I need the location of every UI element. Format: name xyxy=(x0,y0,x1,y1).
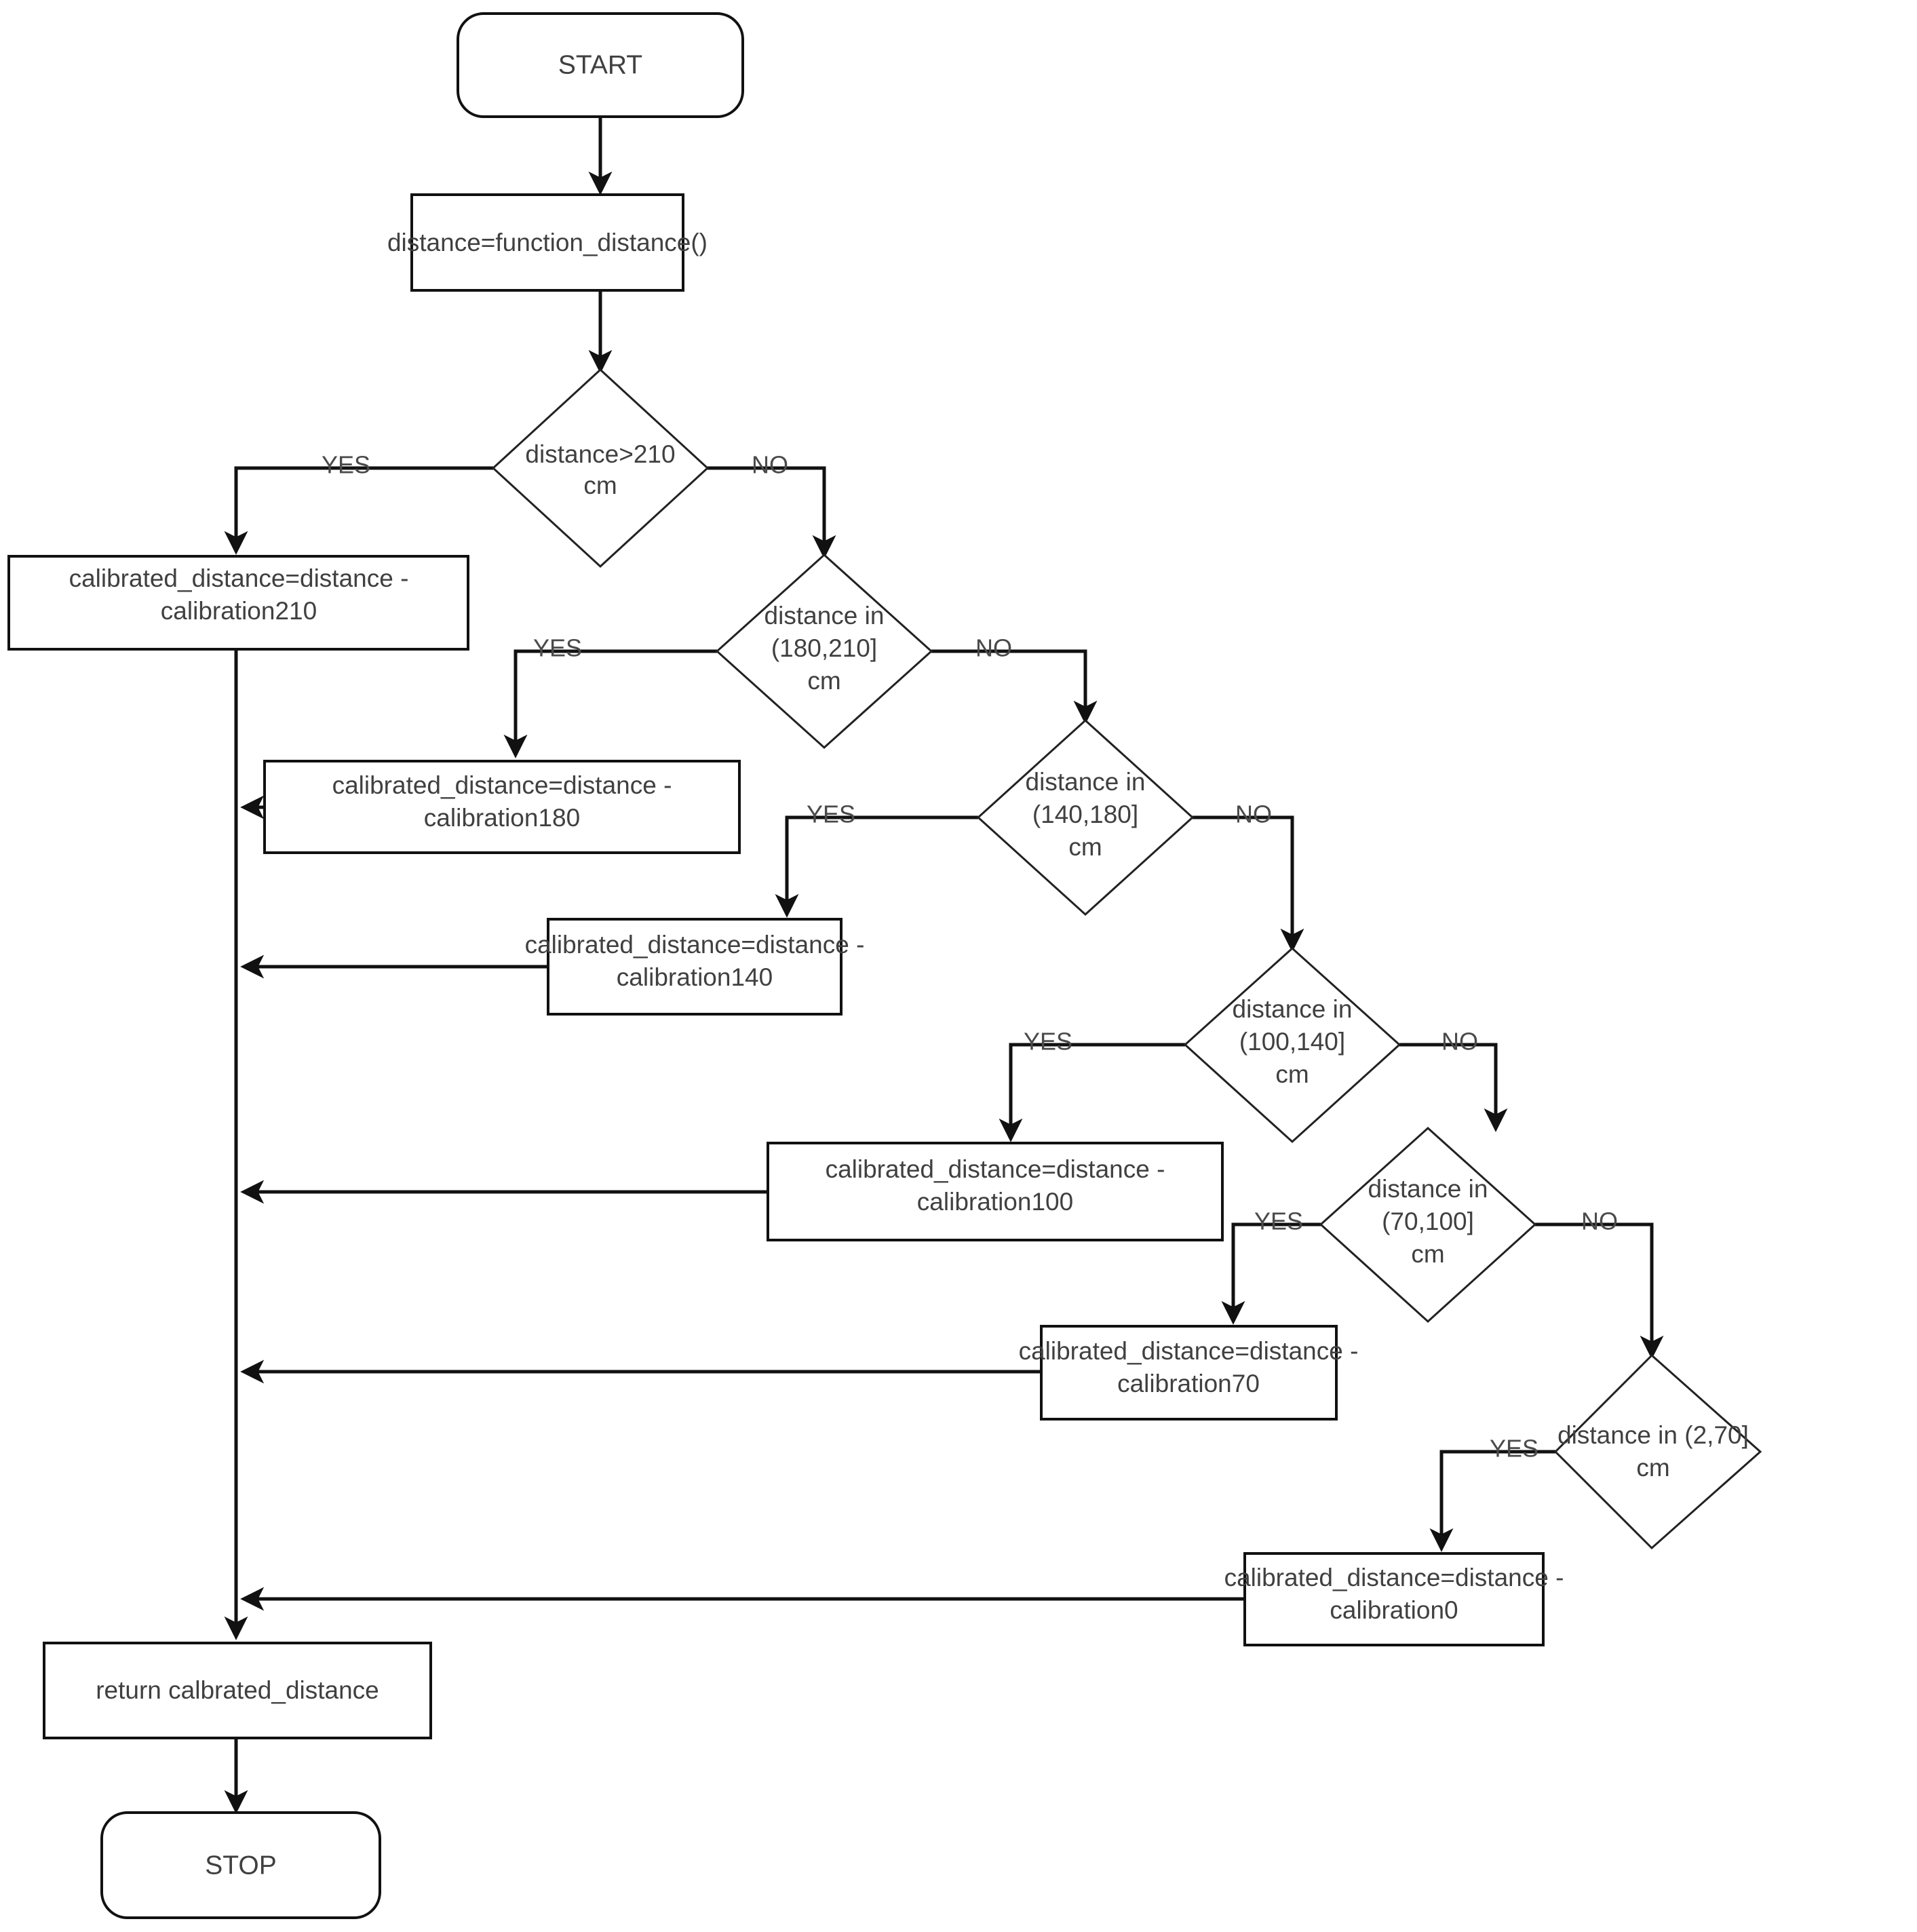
decision-2-70-line2: cm xyxy=(1636,1454,1669,1482)
decision-2-70-line1: distance in (2,70] xyxy=(1557,1421,1749,1449)
decision-180-210-line1: distance in xyxy=(764,602,885,630)
process-calibration140[interactable] xyxy=(547,918,843,1016)
decision-70-100-line3: cm xyxy=(1411,1240,1444,1268)
edge-label-no-180: NO xyxy=(975,634,1012,662)
process-calibration210[interactable] xyxy=(7,555,469,651)
edge-d2-yes xyxy=(1429,1450,1555,1552)
start-terminator-label: START xyxy=(558,50,642,79)
edge-d70-yes xyxy=(1221,1222,1321,1325)
decision-140-180-line2: (140,180] xyxy=(1032,800,1138,828)
decision-distance-in-180-210[interactable] xyxy=(715,553,933,750)
decision-distance-gt-210-line2: cm xyxy=(583,471,617,499)
edge-d210-no xyxy=(708,466,836,559)
decision-distance-in-100-140[interactable] xyxy=(1183,946,1401,1144)
stop-terminator-label: STOP xyxy=(205,1851,276,1880)
process-calibration100-line1: calibrated_distance=distance - xyxy=(826,1155,1165,1183)
decision-distance-in-70-100[interactable] xyxy=(1319,1126,1537,1324)
edge-d140-no xyxy=(1193,815,1304,952)
edge-label-no-70: NO xyxy=(1581,1208,1618,1235)
edge-d100-no xyxy=(1399,1043,1508,1132)
process-calibration100[interactable] xyxy=(767,1142,1224,1241)
edge-label-yes-70: YES xyxy=(1254,1208,1303,1235)
decision-100-140-line1: distance in xyxy=(1233,995,1353,1023)
edge-d180-yes xyxy=(503,649,717,758)
edge-label-yes-210: YES xyxy=(322,451,370,479)
process-calibration100-line2: calibration100 xyxy=(917,1188,1073,1216)
decision-distance-in-2-70[interactable] xyxy=(1553,1353,1762,1550)
decision-70-100-line2: (70,100] xyxy=(1382,1208,1474,1235)
decision-100-140-line2: (100,140] xyxy=(1239,1028,1345,1056)
stop-terminator[interactable] xyxy=(100,1811,381,1919)
process-calibration210-line1: calibrated_distance=distance - xyxy=(69,564,409,592)
edge-label-yes-180: YES xyxy=(533,634,582,662)
process-calibration70-line2: calibration70 xyxy=(1117,1370,1260,1397)
process-return-calibrated-distance[interactable] xyxy=(43,1642,432,1739)
edge-label-no-210: NO xyxy=(752,451,788,479)
decision-140-180-line1: distance in xyxy=(1026,768,1146,796)
decision-180-210-line2: (180,210] xyxy=(771,634,877,662)
edge-d100-yes xyxy=(999,1043,1185,1142)
edge-d140-yes xyxy=(775,815,978,918)
edge-label-no-100: NO xyxy=(1441,1028,1478,1056)
edge-label-no-140: NO xyxy=(1235,800,1272,828)
decision-distance-in-140-180[interactable] xyxy=(976,718,1195,916)
process-calibration70-line1: calibrated_distance=distance - xyxy=(1019,1337,1359,1365)
process-calibration140-line1: calibrated_distance=distance - xyxy=(525,931,865,959)
decision-distance-gt-210[interactable] xyxy=(491,368,710,568)
decision-140-180-line3: cm xyxy=(1068,833,1102,861)
process-return-label: return calbrated_distance xyxy=(96,1676,379,1704)
process-read-distance-label: distance=function_distance() xyxy=(387,229,708,256)
process-calibration0-line1: calibrated_distance=distance - xyxy=(1224,1564,1564,1591)
decision-distance-gt-210-line1: distance>210 xyxy=(525,440,675,468)
edge-d70-no xyxy=(1535,1222,1664,1359)
process-calibration210-line2: calibration210 xyxy=(161,597,317,625)
edge-d180-no xyxy=(931,649,1098,724)
process-calibration140-line2: calibration140 xyxy=(617,963,773,991)
decision-180-210-line3: cm xyxy=(807,667,840,695)
process-calibration180-line2: calibration180 xyxy=(424,804,580,832)
process-calibration180-line1: calibrated_distance=distance - xyxy=(332,771,672,799)
edge-label-yes-100: YES xyxy=(1024,1028,1072,1056)
process-read-distance[interactable] xyxy=(410,193,684,292)
decision-70-100-line1: distance in xyxy=(1368,1175,1488,1203)
edge-label-yes-2: YES xyxy=(1490,1435,1538,1463)
start-terminator[interactable] xyxy=(457,12,744,118)
edge-label-yes-140: YES xyxy=(807,800,855,828)
process-calibration180[interactable] xyxy=(263,760,741,854)
decision-100-140-line3: cm xyxy=(1275,1060,1309,1088)
edge-d210-yes xyxy=(224,466,493,555)
process-calibration0[interactable] xyxy=(1243,1552,1545,1646)
process-calibration70[interactable] xyxy=(1040,1325,1338,1421)
process-calibration0-line2: calibration0 xyxy=(1330,1596,1458,1624)
